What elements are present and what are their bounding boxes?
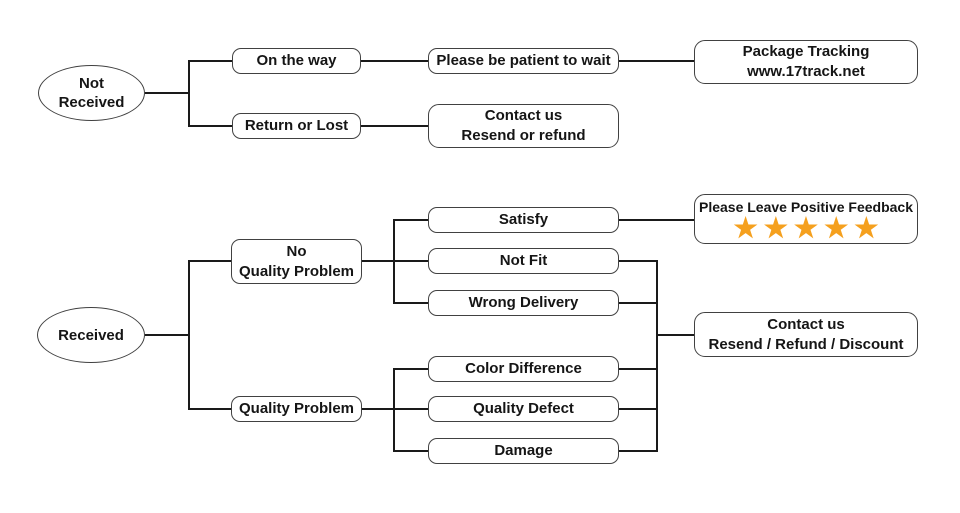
node-not-received: Not Received: [38, 65, 145, 121]
connector-line: [393, 302, 428, 304]
node-contact-discount: Contact us Resend / Refund / Discount: [694, 312, 918, 357]
node-not-fit: Not Fit: [428, 248, 619, 274]
connector-line: [188, 260, 190, 410]
connector-line: [361, 60, 428, 62]
node-package-tracking: Package Tracking www.17track.net: [694, 40, 918, 84]
node-quality-defect: Quality Defect: [428, 396, 619, 422]
node-received: Received: [37, 307, 145, 363]
node-please-be-patient: Please be patient to wait: [428, 48, 619, 74]
connector-line: [188, 60, 232, 62]
node-contact-resend-refund: Contact us Resend or refund: [428, 104, 619, 148]
connector-line: [393, 219, 428, 221]
connector-line: [393, 368, 395, 452]
node-positive-feedback: Please Leave Positive Feedback ★★★★★: [694, 194, 918, 244]
connector-line: [619, 260, 658, 262]
connector-line: [188, 125, 232, 127]
node-satisfy: Satisfy: [428, 207, 619, 233]
connector-line: [361, 125, 428, 127]
node-wrong-delivery: Wrong Delivery: [428, 290, 619, 316]
connector-line: [188, 60, 190, 127]
connector-line: [619, 450, 658, 452]
node-return-or-lost: Return or Lost: [232, 113, 361, 139]
node-damage: Damage: [428, 438, 619, 464]
connector-line: [188, 408, 231, 410]
connector-line: [188, 260, 231, 262]
connector-line: [145, 92, 190, 94]
node-quality-problem: Quality Problem: [231, 396, 362, 422]
connector-line: [656, 334, 694, 336]
connector-line: [145, 334, 190, 336]
positive-feedback-label: Please Leave Positive Feedback: [698, 198, 913, 215]
connector-line: [619, 60, 694, 62]
connector-line: [362, 408, 428, 410]
connector-line: [619, 219, 694, 221]
node-no-quality-problem: No Quality Problem: [231, 239, 362, 284]
connector-line: [619, 368, 658, 370]
node-color-difference: Color Difference: [428, 356, 619, 382]
connector-line: [656, 260, 658, 452]
node-on-the-way: On the way: [232, 48, 361, 74]
connector-line: [619, 408, 658, 410]
connector-line: [393, 450, 428, 452]
connector-line: [362, 260, 428, 262]
connector-line: [393, 219, 395, 304]
connector-line: [619, 302, 658, 304]
five-star-rating-icon: ★★★★★: [733, 212, 885, 243]
connector-line: [393, 368, 428, 370]
